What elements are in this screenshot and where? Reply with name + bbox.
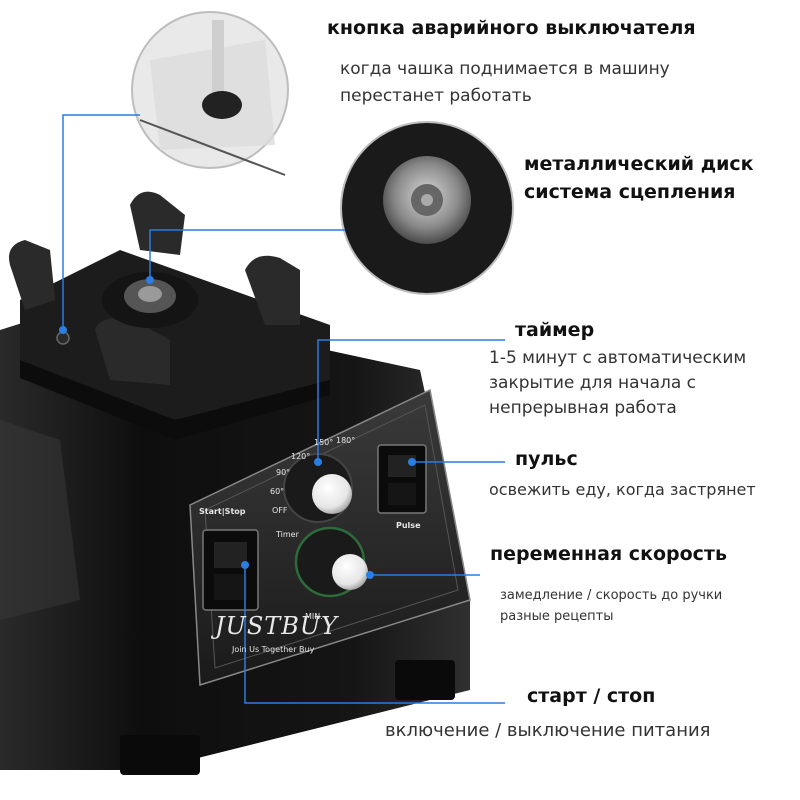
variable-speed-desc: разные рецепты	[500, 609, 614, 624]
brand-tagline: Join Us Together Buy	[232, 645, 315, 654]
speed-line-dot	[366, 571, 374, 579]
inset-metal-disc	[340, 121, 514, 295]
timer-mark: 120°	[291, 452, 311, 461]
variable-speed-desc: замедление / скорость до ручки	[500, 588, 723, 603]
off-print: OFF	[272, 506, 288, 515]
pulse-switch	[377, 444, 427, 514]
pulse-line-dot	[408, 458, 416, 466]
start-stop-print: Start|Stop	[199, 507, 246, 516]
min-print: MIN.	[305, 612, 323, 621]
speed-dial	[294, 526, 368, 598]
timer-print: Timer	[276, 530, 299, 539]
timer-line-dot	[314, 458, 322, 466]
timer-desc: непрерывная работа	[489, 398, 677, 418]
control-panel	[189, 388, 471, 687]
variable-speed-title: переменная скорость	[490, 543, 727, 565]
metal-disc-line-dot	[146, 276, 154, 284]
blender-foot	[120, 735, 200, 775]
emergency-switch-title: кнопка аварийного выключателя	[327, 17, 696, 39]
start-stop-title: старт / стоп	[527, 685, 656, 707]
pulse-title: пульс	[515, 448, 578, 470]
pad-corner	[130, 191, 185, 255]
timer-desc: закрытие для начала с	[489, 373, 697, 393]
start-stop-line	[244, 565, 505, 704]
blender-foot	[395, 660, 455, 700]
emergency-switch-desc: когда чашка поднимается в машину	[340, 59, 670, 79]
timer-desc: 1-5 минут с автоматическим	[489, 348, 747, 368]
start-stop-desc: включение / выключение питания	[385, 720, 711, 741]
start-stop-line-dot	[241, 561, 249, 569]
metal-disc-line	[149, 229, 345, 280]
timer-dial	[283, 453, 353, 523]
timer-mark: 180°	[336, 436, 356, 445]
brand-logo: JUSTBUY	[215, 612, 339, 640]
inset-emergency-switch	[131, 11, 289, 176]
top-pad	[9, 191, 330, 440]
metal-disc-title: система сцепления	[524, 181, 736, 203]
pad-corner	[9, 240, 55, 310]
callout-lines	[59, 114, 505, 704]
timer-line	[317, 339, 505, 462]
timer-mark: 90°	[276, 468, 291, 477]
pulse-desc: освежить еду, когда застрянет	[489, 480, 756, 499]
emergency-switch-desc: перестанет работать	[340, 86, 532, 106]
emergency-switch-line	[62, 114, 140, 330]
pulse-print: Pulse	[396, 521, 421, 530]
timer-mark: 60°	[270, 487, 285, 496]
timer-title: таймер	[515, 319, 595, 341]
pad-corner	[95, 317, 170, 385]
metal-disc-title: металлический диск	[524, 153, 754, 175]
start-stop-switch	[202, 529, 259, 611]
timer-mark: 150°	[314, 438, 334, 447]
pad-corner	[245, 255, 300, 325]
emergency-switch-line-dot	[59, 326, 67, 334]
